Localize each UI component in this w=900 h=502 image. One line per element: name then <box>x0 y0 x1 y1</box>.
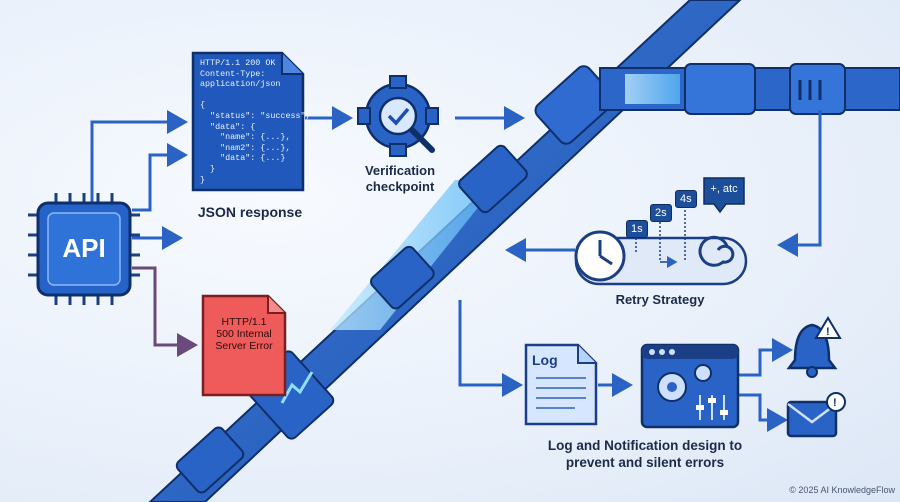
json-response-line <box>200 90 311 101</box>
log-notification-caption: Log and Notification design to prevent a… <box>510 437 780 471</box>
retry-badge-2s: 2s <box>650 204 672 222</box>
envelope-graphic: ! <box>786 392 846 438</box>
log-caption-line2: prevent and silent errors <box>565 455 725 470</box>
error-doc-graphic <box>201 294 287 397</box>
retry-badge-1s: 1s <box>626 220 648 238</box>
verification-caption-line2: checkpoint <box>365 179 435 194</box>
json-response-line: "nam2": {...}, <box>200 142 291 153</box>
json-response-line: "data": {...} <box>200 153 286 164</box>
verification-gear-graphic <box>357 75 439 157</box>
settings-window-graphic <box>640 343 740 429</box>
verification-caption: Verification checkpoint <box>345 163 455 195</box>
retry-bubble-text: +, atc <box>710 183 738 195</box>
copyright-footer: © 2025 AI KnowledgeFlow <box>789 485 895 495</box>
api-label: API <box>62 233 106 263</box>
json-doc-graphic <box>191 51 305 192</box>
retry-strategy-caption: Retry Strategy <box>615 292 705 307</box>
json-response-line: } <box>200 174 206 185</box>
svg-text:!: ! <box>826 326 830 338</box>
log-caption-line1: Log and Notification design to <box>547 438 743 453</box>
svg-text:!: ! <box>833 397 837 409</box>
verification-caption-line1: Verification <box>364 163 436 178</box>
bell-graphic: ! <box>786 316 842 378</box>
json-response-caption: JSON response <box>197 204 303 220</box>
json-response-line: Content-Type: <box>200 68 266 79</box>
api-chip-graphic <box>28 193 140 305</box>
json-response-line: { <box>200 100 206 111</box>
log-doc-label: Log <box>532 352 558 368</box>
error-response-line: 500 Internal <box>216 328 272 340</box>
log-doc-graphic <box>524 343 598 426</box>
json-response-line: "data": { <box>200 121 256 132</box>
json-response-line: application/json <box>200 79 281 90</box>
json-response-line: HTTP/1.1 200 OK <box>200 58 276 68</box>
json-response-line: "status": "success", <box>200 110 311 121</box>
side-pipe <box>599 63 900 115</box>
json-response-line: "name": {...}, <box>200 132 291 143</box>
error-arrow <box>132 266 198 357</box>
error-response-line: Server Error <box>215 340 273 352</box>
retry-graphic <box>574 177 748 286</box>
main-pipe <box>148 0 742 502</box>
flow-arrows <box>90 106 822 432</box>
json-response-line: } <box>200 163 216 174</box>
error-response-line: HTTP/1.1 <box>221 316 267 328</box>
retry-badge-4s: 4s <box>675 190 697 208</box>
